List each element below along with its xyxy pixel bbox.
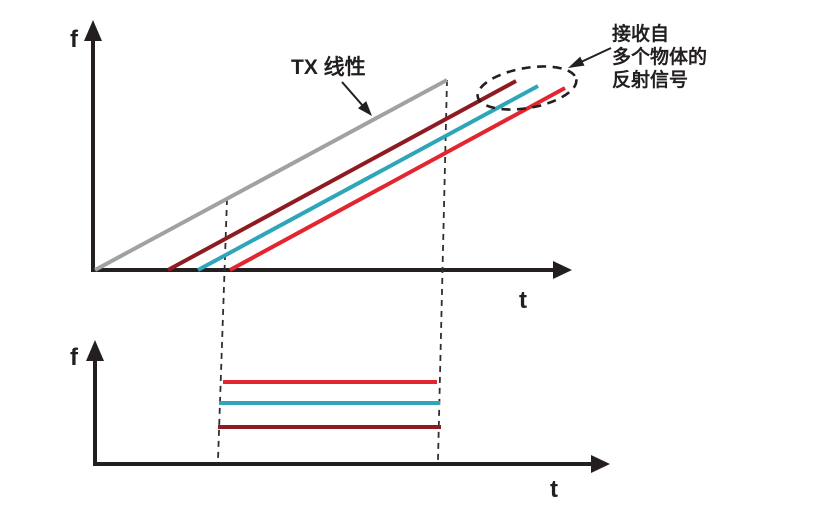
top-x-axis-label: t — [519, 287, 527, 314]
top-chart: f t TX 线性 接收自 多个物体的 反射信号 — [70, 20, 707, 461]
bottom-y-axis-label: f — [70, 344, 79, 371]
annotation-callout-line — [580, 47, 612, 63]
tx-chirp-line — [94, 78, 448, 272]
tx-callout-arrow-icon — [358, 101, 372, 116]
annotation-line-2: 多个物体的 — [612, 45, 707, 68]
bottom-chart: f t — [70, 340, 610, 503]
reflections-dashed-ellipse-icon — [476, 65, 578, 111]
reflections-annotation-text: 接收自 多个物体的 反射信号 — [612, 22, 707, 91]
tx-callout-line — [341, 81, 364, 107]
annotation-line-1: 接收自 — [612, 22, 669, 45]
right-dashed-guide — [437, 79, 448, 461]
bottom-x-axis-label: t — [550, 476, 558, 503]
reflections-highlight-group — [476, 65, 578, 111]
reflection-line-3 — [229, 86, 566, 272]
annotation-callout-arrow-icon — [568, 56, 585, 68]
top-y-axis-arrow-icon — [84, 20, 102, 41]
reflection-line-2 — [197, 84, 539, 272]
reflection-line-1 — [167, 79, 517, 272]
tx-line-label: TX 线性 — [291, 55, 366, 79]
top-y-axis-label: f — [70, 26, 79, 53]
bottom-x-axis-arrow-icon — [591, 455, 610, 473]
top-x-axis-arrow-icon — [553, 261, 572, 279]
annotation-line-3: 反射信号 — [612, 68, 688, 91]
bottom-y-axis-arrow-icon — [86, 340, 104, 361]
